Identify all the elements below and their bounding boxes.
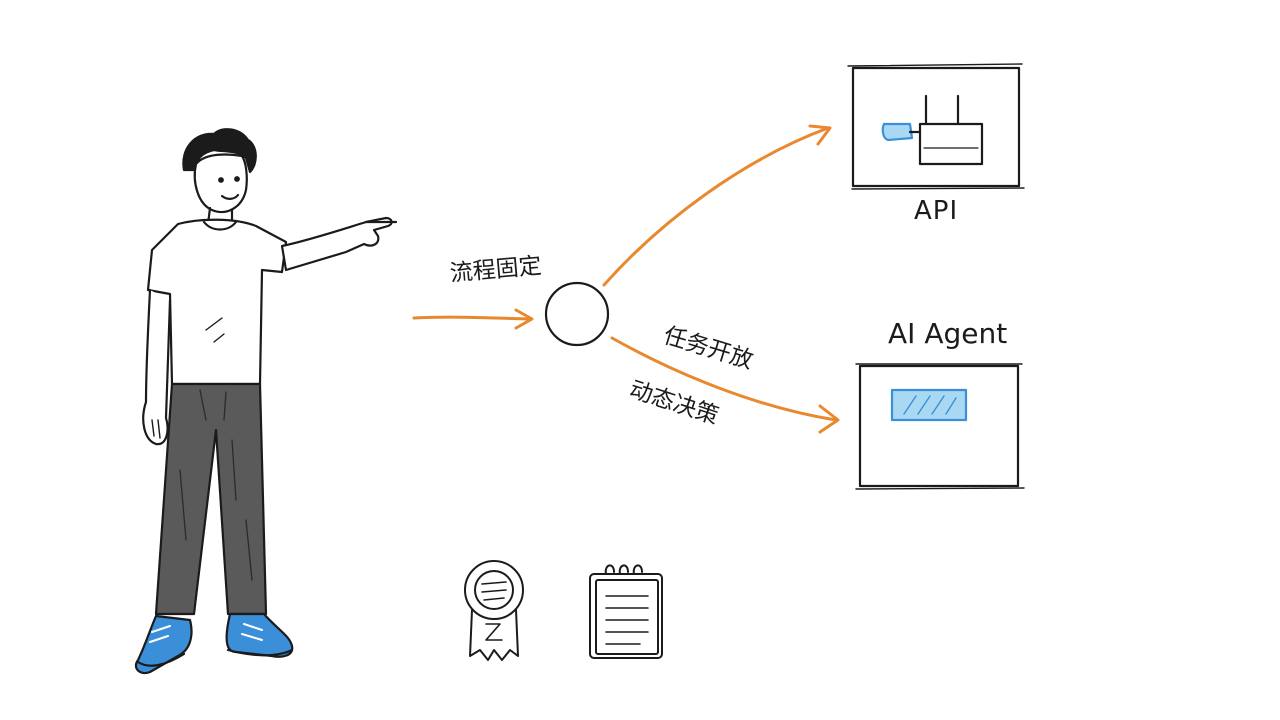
arrow-incoming <box>412 308 534 330</box>
notepad-icon <box>589 564 663 659</box>
screen-window-icon <box>890 388 968 422</box>
label-api: API <box>914 196 959 226</box>
arrow-to-api <box>602 124 832 287</box>
plug-icon <box>881 94 984 166</box>
api-box <box>847 63 1025 190</box>
person-pointing-icon <box>134 128 398 675</box>
circle-node-icon <box>544 281 610 347</box>
agent-box <box>855 363 1025 490</box>
label-ai-agent: AI Agent <box>888 317 1008 350</box>
award-ribbon-icon <box>464 560 524 661</box>
arrow-to-agent <box>610 336 840 434</box>
